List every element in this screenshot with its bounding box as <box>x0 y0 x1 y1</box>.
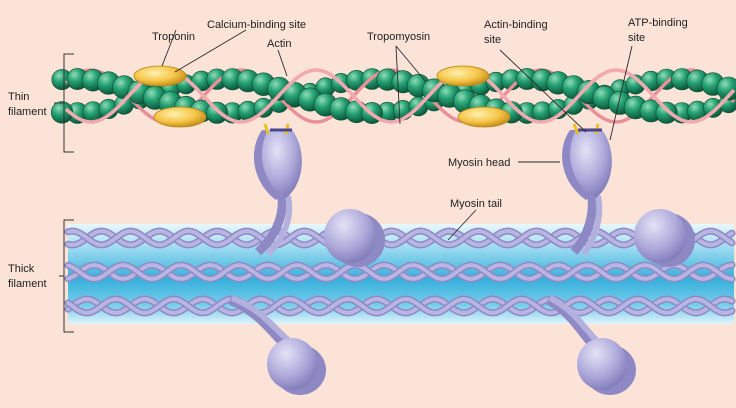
myosin-heads-on-thick-filament <box>324 209 695 267</box>
label-tropomyosin: Tropomyosin <box>367 31 430 43</box>
actin-monomer <box>206 101 229 124</box>
troponin <box>457 106 511 128</box>
label-thick-filament-line2: filament <box>8 278 47 290</box>
myosin-tail-strand-highlight <box>66 228 734 248</box>
label-atp-binding-site-line1: ATP-binding <box>628 17 688 29</box>
thick-filament <box>64 224 736 324</box>
myosin-head <box>262 130 302 198</box>
thick-filament-bracket <box>59 219 74 333</box>
troponin <box>153 106 207 128</box>
troponin <box>133 65 187 87</box>
myosin-head <box>634 209 686 263</box>
myosin-tail-strand-highlight <box>66 296 734 316</box>
myosin-tails <box>64 227 736 317</box>
label-actin-binding-site-line1: Actin-binding <box>484 19 548 31</box>
myosin-tail-strand-highlight <box>66 228 734 248</box>
label-thin-filament-line2: filament <box>8 106 47 118</box>
label-atp-binding-site-line2: site <box>628 32 645 44</box>
myosin-molecule-upper-right <box>562 123 612 256</box>
label-actin: Actin <box>267 38 291 50</box>
leader-lines <box>54 29 633 241</box>
myosin-head <box>577 338 627 390</box>
troponin-complexes <box>133 65 511 128</box>
label-myosin-head: Myosin head <box>448 157 510 169</box>
myosin-molecule-lower-left <box>228 295 326 395</box>
myosin-head <box>267 338 317 390</box>
thin-filament <box>50 65 736 128</box>
actin-monomer <box>50 101 74 124</box>
label-troponin: Troponin <box>152 31 195 43</box>
label-myosin-tail: Myosin tail <box>450 198 502 210</box>
myosin-molecule-upper-left <box>253 123 302 257</box>
label-calcium-binding-site: Calcium-binding site <box>207 19 306 31</box>
label-actin-binding-site-line2: site <box>484 34 501 46</box>
myosin-head <box>570 130 612 198</box>
label-thick-filament-line1: Thick <box>8 263 35 275</box>
myosin-head <box>324 209 376 263</box>
thin-filament-bracket <box>59 53 74 153</box>
actin-monomer <box>655 101 678 124</box>
myosin-molecule-lower-right <box>545 295 636 395</box>
label-thin-filament-line1: Thin <box>8 91 29 103</box>
troponin <box>436 65 490 87</box>
myosin-tail-strand-highlight <box>66 262 734 282</box>
